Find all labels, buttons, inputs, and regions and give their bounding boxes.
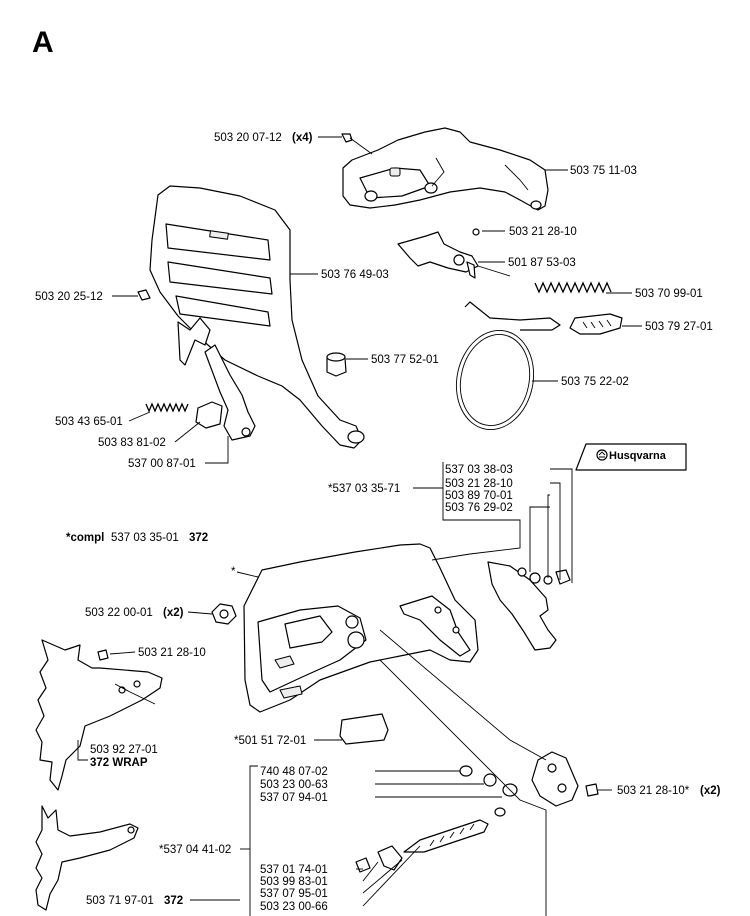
label-503897001: 503 89 70-01	[445, 490, 513, 502]
label-503220001: 503 22 00-01	[85, 607, 153, 619]
decal-brand-text: Husqvarna	[609, 450, 667, 462]
label-compl-prefix: *compl	[66, 532, 104, 544]
label-503200712: 503 20 07-12	[214, 132, 282, 144]
section-letter: A	[32, 26, 54, 59]
hand-guard-part	[149, 185, 365, 449]
upper-guard-part	[342, 127, 549, 211]
label-asterisk: *	[231, 566, 236, 578]
screw-part	[341, 133, 373, 155]
label-503212810-a: 503 21 28-10	[509, 226, 577, 238]
husqvarna-decal: Husqvarna	[575, 443, 687, 471]
label-501517201: *501 51 72-01	[234, 735, 306, 747]
chain-catcher-part	[397, 228, 511, 279]
label-503220001-qty: (x2)	[163, 607, 184, 619]
label-537033571: *537 03 35-71	[328, 483, 400, 495]
label-503792701: 503 79 27-01	[645, 321, 713, 333]
label-compl-number: 537 03 35-01	[111, 532, 179, 544]
label-503709901: 503 70 99-01	[635, 288, 703, 300]
label-503212810-d-qty: (x2)	[700, 785, 721, 797]
brake-band-part	[455, 301, 561, 430]
label-503230066: 503 23 00-66	[260, 901, 328, 913]
label-537008701: 537 00 87-01	[128, 458, 196, 470]
leader-lines	[77, 136, 642, 916]
cover-piece-part	[339, 713, 389, 745]
label-503764903: 503 76 49-03	[321, 269, 389, 281]
spike-bumper-2-part	[35, 805, 139, 911]
label-501875303: 501 87 53-03	[508, 257, 576, 269]
latch-part	[204, 344, 256, 441]
label-503775201: 503 77 52-01	[371, 354, 439, 366]
label-compl-model: 372	[189, 532, 208, 544]
label-503838102: 503 83 81-02	[98, 437, 166, 449]
label-503719701-model: 372	[164, 895, 183, 907]
label-537044102: *537 04 41-02	[159, 844, 231, 856]
spike-bumper-1-part	[35, 639, 163, 791]
label-503230063: 503 23 00-63	[260, 779, 328, 791]
label-503719701: 503 71 97-01	[86, 895, 154, 907]
label-503212810-b: 503 21 28-10	[445, 478, 513, 490]
nut-part	[211, 603, 237, 625]
husqvarna-crown-logo	[596, 449, 608, 461]
label-740480702: 740 48 07-02	[260, 766, 328, 778]
clutch-cover-part	[243, 543, 479, 713]
label-503212810-d: 503 21 28-10*	[617, 785, 690, 797]
lever-part	[569, 313, 623, 335]
label-503922701-note: 372 WRAP	[90, 757, 148, 769]
bracket-part	[531, 751, 599, 807]
label-537079401: 537 07 94-01	[260, 792, 328, 804]
washer-part	[459, 765, 518, 797]
label-537017401: 537 01 74-01	[260, 864, 328, 876]
bushing-part	[326, 352, 347, 377]
spring-part	[534, 281, 612, 294]
label-503751103: 503 75 11-03	[570, 165, 637, 177]
label-503200712-qty: (x4)	[292, 132, 313, 144]
label-537033803: 537 03 38-03	[445, 464, 513, 476]
label-503436501: 503 43 65-01	[55, 416, 123, 428]
label-503752202: 503 75 22-02	[561, 376, 629, 388]
label-503202512: 503 20 25-12	[35, 291, 103, 303]
adjuster-screw-part	[355, 807, 506, 873]
part-labels: 503 20 07-12 (x4) 503 75 11-03 503 21 28…	[35, 132, 721, 913]
label-537079501: 537 07 95-01	[260, 888, 328, 900]
label-503998301: 503 99 83-01	[260, 876, 328, 888]
label-503212810-c: 503 21 28-10	[138, 647, 206, 659]
label-503922701: 503 92 27-01	[90, 744, 158, 756]
side-cover-part	[487, 561, 571, 651]
screw-left-part	[137, 289, 151, 301]
small-spring-part	[145, 402, 189, 413]
label-503762902: 503 76 29-02	[445, 502, 513, 514]
block-part	[195, 401, 223, 429]
